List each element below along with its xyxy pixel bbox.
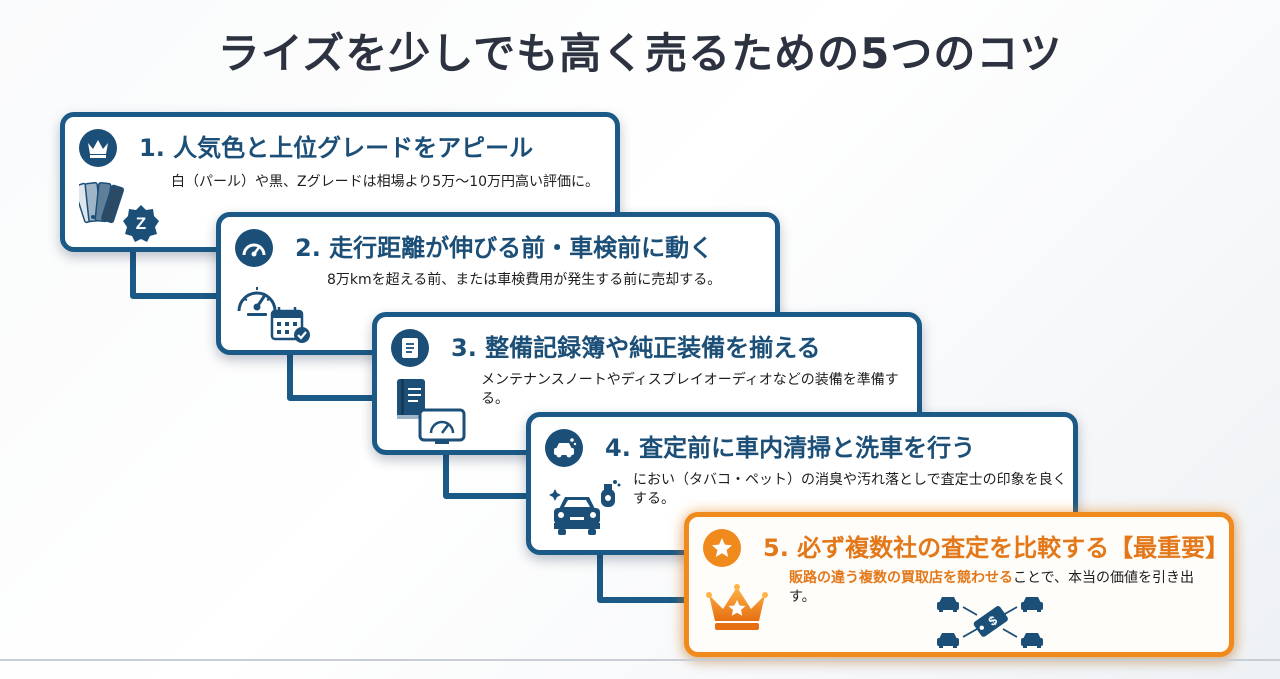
color-swatch-icon [73, 177, 129, 231]
record-book-icon [393, 377, 433, 425]
tip-heading: 3. 整備記録簿や純正装備を揃える [451, 334, 821, 362]
star-icon [703, 529, 741, 567]
z-grade-label: Z [136, 214, 146, 233]
tip-description-rest: ことで、本当の価値を引き出す。 [789, 570, 1195, 605]
spray-bottle-icon [595, 479, 621, 513]
z-grade-badge-icon: Z [121, 203, 161, 247]
tip-heading: 1. 人気色と上位グレードをアピール [139, 134, 534, 162]
display-audio-icon [417, 407, 467, 451]
tip-heading: 5. 必ず複数社の査定を比較する【最重要】 [763, 534, 1230, 562]
tip-card-5: 5. 必ず複数社の査定を比較する【最重要】 販路の違う複数の買取店を競わせること… [684, 512, 1234, 657]
speedometer-icon [235, 279, 279, 323]
tip-description: 販路の違う複数の買取店を競わせることで、本当の価値を引き出す。 [789, 569, 1219, 607]
page-title: ライズを少しでも高く売るための5つのコツ [217, 29, 1063, 78]
clean-car-icon [549, 487, 609, 541]
tip-description: 8万kmを超える前、または車検費用が発生する前に売却する。 [327, 272, 722, 288]
tip-heading: 4. 査定前に車内清掃と洗車を行う [605, 434, 976, 462]
tip-description-highlight: 販路の違う複数の買取店を競わせる [789, 570, 1013, 586]
tip-heading: 2. 走行距離が伸びる前・車検前に動く [295, 234, 714, 262]
crown-star-icon [705, 583, 769, 637]
document-icon [391, 329, 429, 367]
crown-icon [79, 129, 117, 167]
tip-description: 白（パール）や黒、Zグレードは相場より5万〜10万円高い評価に。 [171, 174, 600, 190]
car-price-tag-network-icon: $ [935, 593, 1045, 653]
car-icon [937, 597, 959, 612]
calendar-check-icon [269, 305, 313, 349]
speedometer-icon [235, 229, 273, 267]
bottom-divider [0, 659, 1280, 661]
tip-description: メンテナンスノートやディスプレイオーディオなどの装備を準備する。 [481, 372, 899, 407]
car-wash-icon [545, 429, 583, 467]
tip-description: におい（タバコ・ペット）の消臭や汚れ落としで査定士の印象を良くする。 [633, 472, 1067, 507]
